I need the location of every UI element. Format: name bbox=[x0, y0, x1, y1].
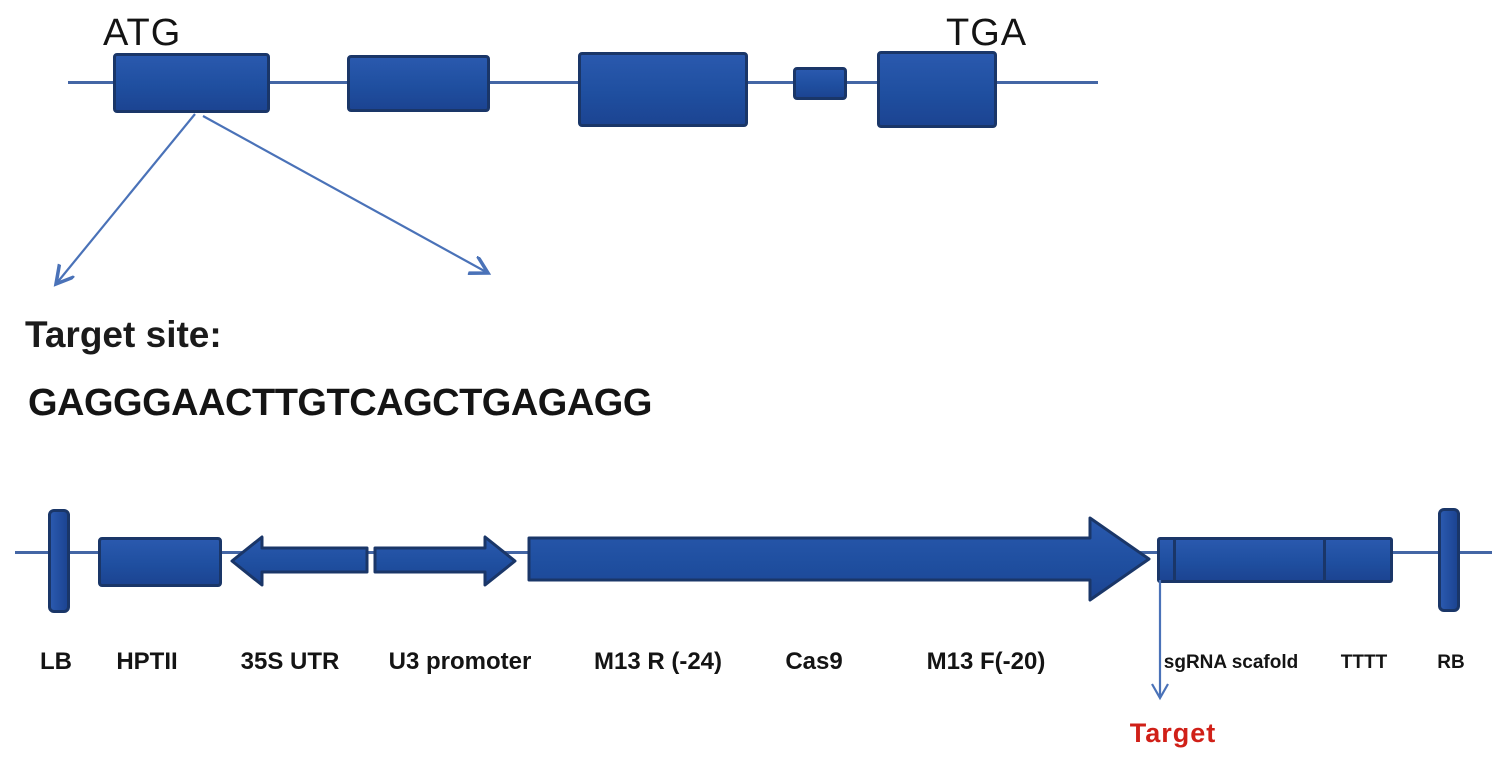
stop-codon-label: TGA bbox=[946, 12, 1028, 54]
label-m13r: M13 R (-24) bbox=[593, 648, 723, 675]
left-border-bar bbox=[48, 509, 70, 613]
label-rb: RB bbox=[1437, 652, 1465, 673]
exon-2 bbox=[347, 55, 490, 112]
tttt-divider bbox=[1323, 540, 1326, 580]
utr35s-arrow-shape bbox=[230, 535, 369, 587]
hptii-box bbox=[98, 537, 222, 587]
label-tttt: TTTT bbox=[1340, 652, 1388, 673]
label-hptii: HPTII bbox=[116, 648, 178, 675]
target-spacer-divider bbox=[1173, 540, 1176, 580]
cas9-arrow bbox=[527, 516, 1151, 602]
label-cas9: Cas9 bbox=[785, 648, 843, 675]
label-35s-utr: 35S UTR bbox=[240, 648, 340, 675]
cas9-arrow-shape bbox=[527, 516, 1151, 602]
target-site-annotation-arrows bbox=[40, 113, 510, 300]
target-site-sequence: GAGGGAACTTGTCAGCTGAGAGG bbox=[28, 382, 652, 424]
right-border-bar bbox=[1438, 508, 1460, 612]
label-lb: LB bbox=[40, 648, 72, 675]
utr35s-arrow bbox=[230, 535, 369, 587]
start-codon-label: ATG bbox=[103, 12, 182, 54]
exon-3 bbox=[578, 52, 748, 127]
exon-5 bbox=[877, 51, 997, 128]
exon-4 bbox=[793, 67, 847, 100]
sgrna-cassette-box bbox=[1157, 537, 1393, 583]
label-sgrna-scaffold: sgRNA scafold bbox=[1163, 652, 1299, 673]
label-m13f: M13 F(-20) bbox=[926, 648, 1046, 675]
target-red-label: Target bbox=[1129, 718, 1217, 748]
annotation-arrow-left bbox=[56, 113, 196, 284]
target-pointer-arrow bbox=[1151, 580, 1169, 701]
exon-1 bbox=[113, 53, 270, 113]
annotation-arrow-right bbox=[202, 115, 488, 273]
u3-promoter-arrow bbox=[373, 535, 517, 587]
u3-promoter-arrow-shape bbox=[373, 535, 517, 587]
label-u3-promoter: U3 promoter bbox=[388, 648, 532, 675]
target-pointer-head bbox=[1151, 683, 1169, 701]
target-site-heading: Target site: bbox=[25, 314, 222, 355]
